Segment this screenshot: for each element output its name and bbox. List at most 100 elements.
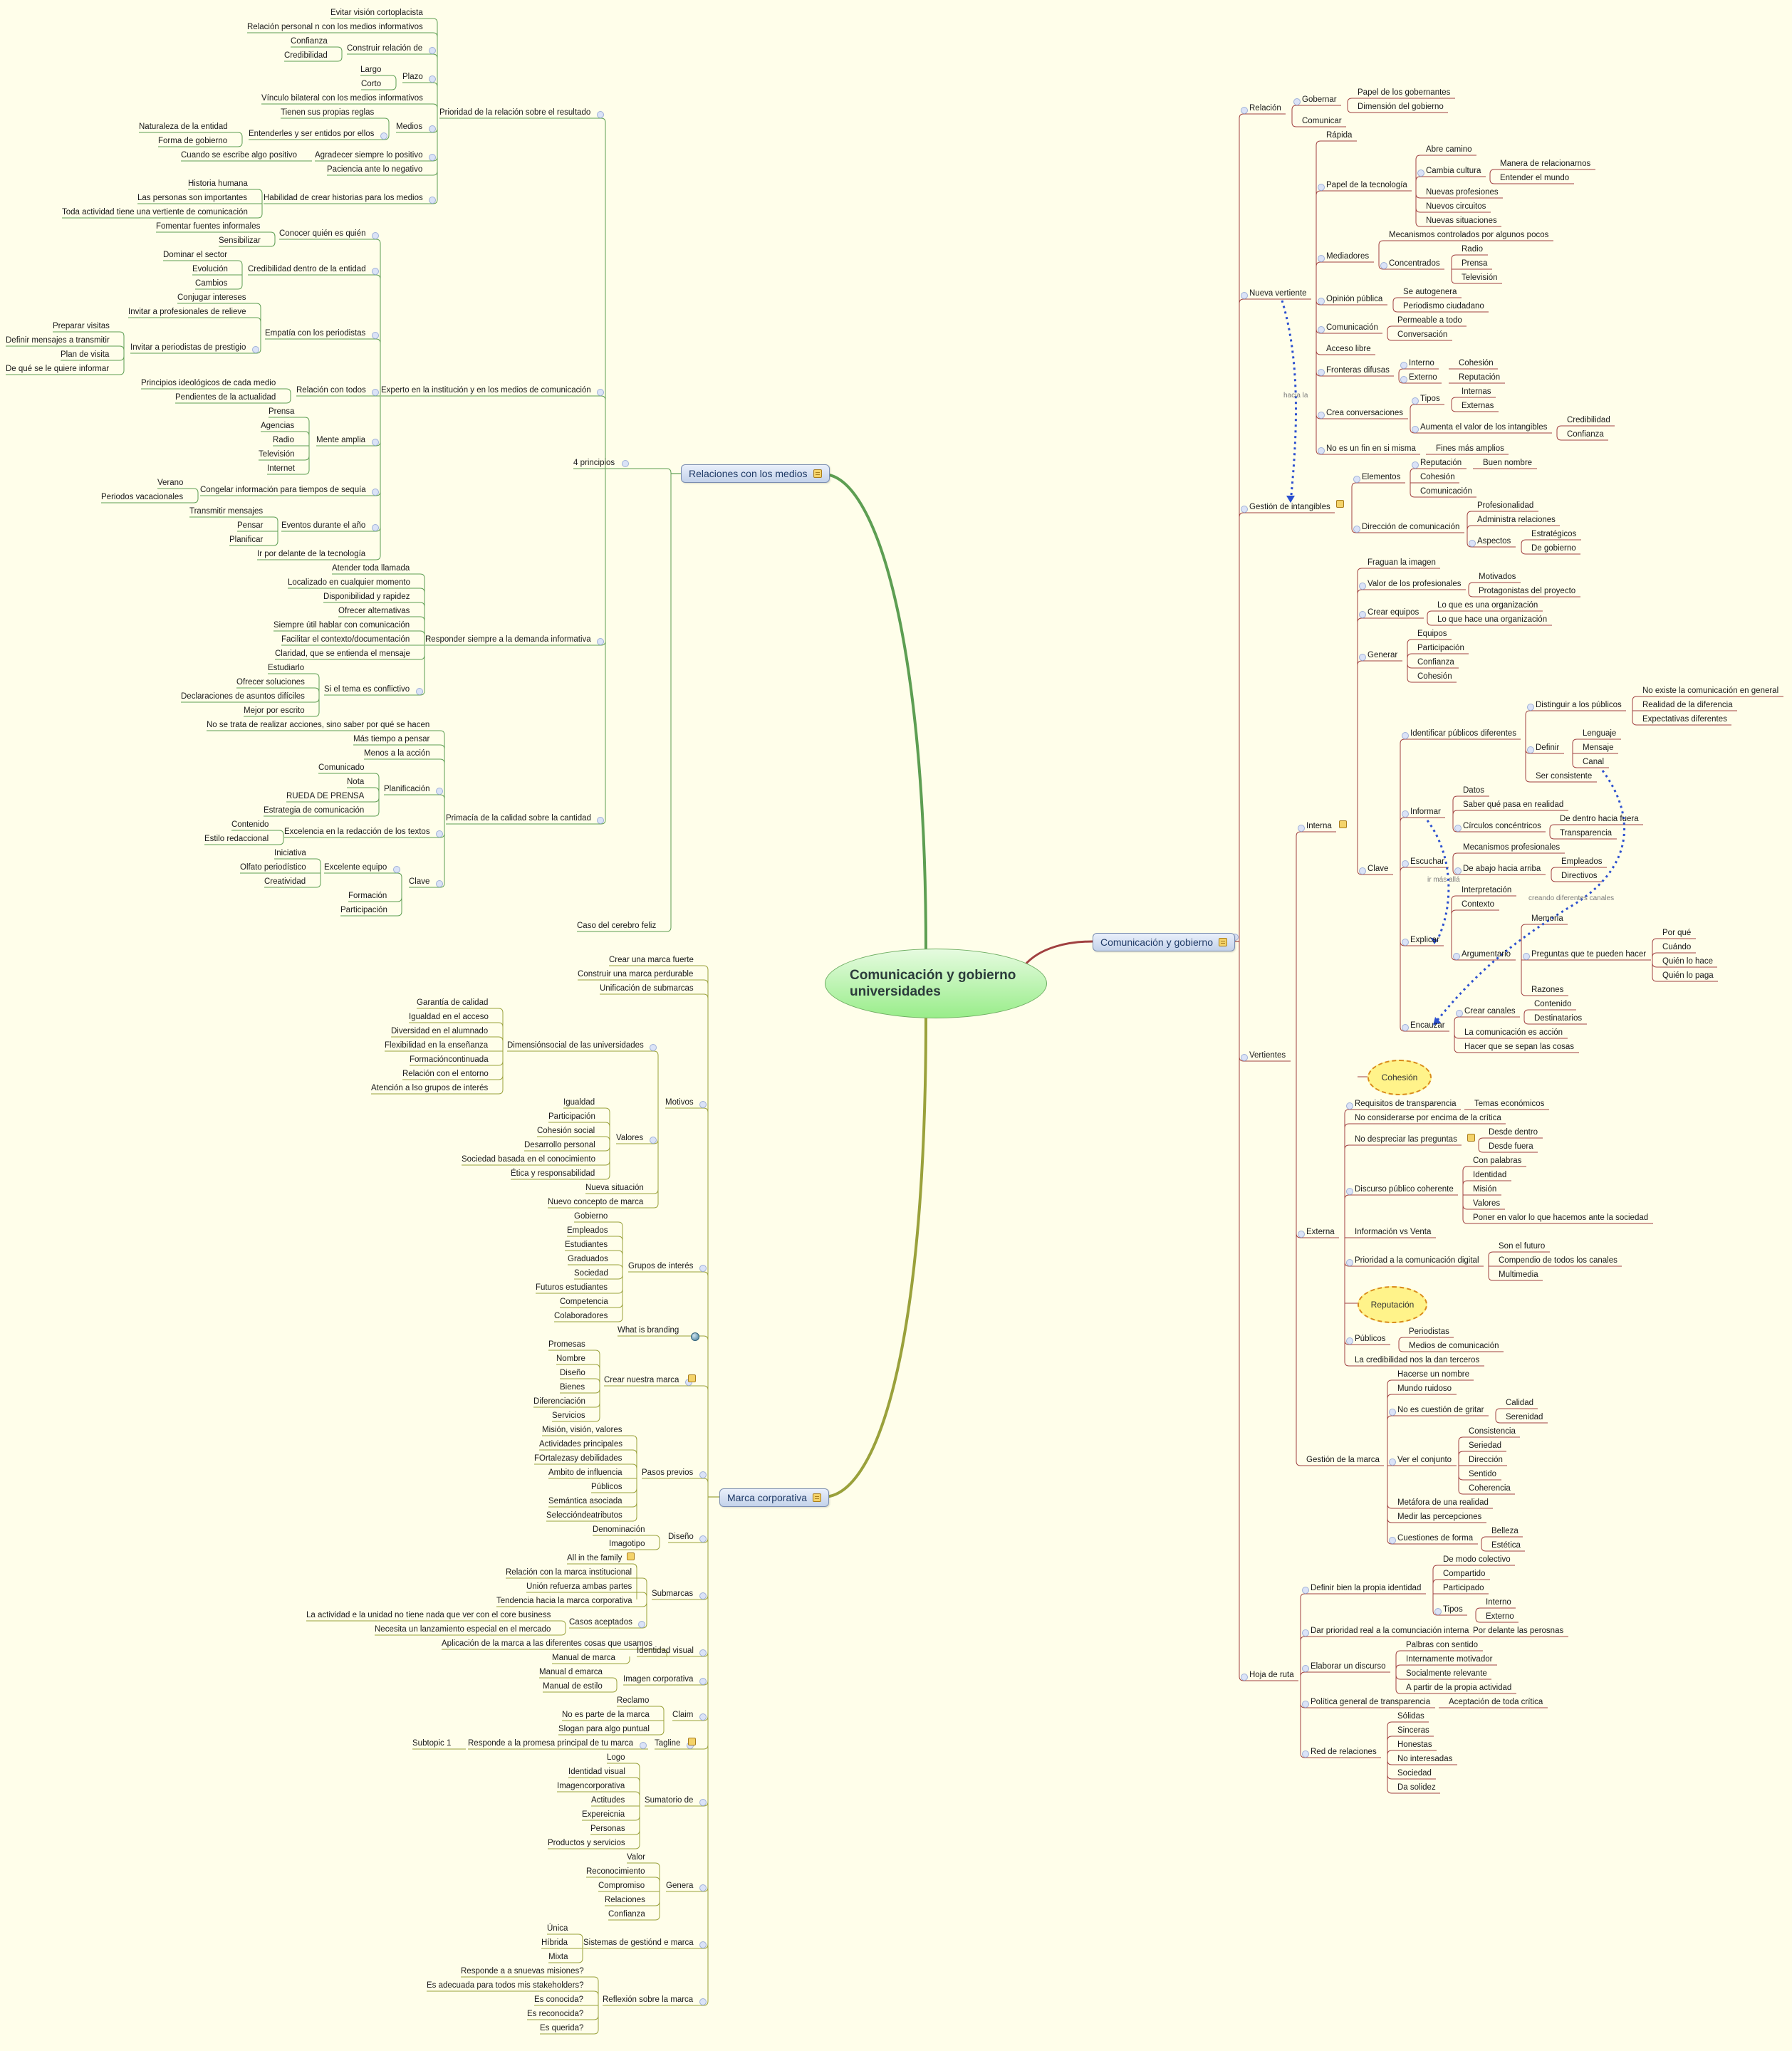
topic-node[interactable]: Tienen sus propias reglas bbox=[281, 108, 375, 117]
topic-node[interactable]: Misión, visión, valores bbox=[542, 1426, 622, 1434]
topic-node[interactable]: Quién lo paga bbox=[1662, 971, 1714, 980]
topic-node[interactable]: Datos bbox=[1463, 786, 1485, 795]
topic-node[interactable]: Tendencia hacia la marca corporativa bbox=[496, 1597, 632, 1605]
topic-node[interactable]: Sumatorio de bbox=[645, 1796, 694, 1805]
topic-node[interactable]: Públicos bbox=[1355, 1335, 1386, 1343]
topic-node[interactable]: What is branding bbox=[618, 1326, 679, 1335]
topic-node[interactable]: Es adecuada para todos mis stakeholders? bbox=[427, 1981, 584, 1990]
topic-node[interactable]: Papel de los gobernantes bbox=[1358, 88, 1451, 97]
topic-node[interactable]: Multimedia bbox=[1499, 1270, 1538, 1279]
topic-node[interactable]: Comunicación bbox=[1326, 323, 1378, 332]
topic-node[interactable]: Poner en valor lo que hacemos ante la so… bbox=[1473, 1214, 1649, 1222]
topic-node[interactable]: Desde dentro bbox=[1489, 1128, 1538, 1137]
topic-node[interactable]: Excelencia en la redacción de los textos bbox=[284, 828, 430, 836]
topic-node[interactable]: Productos y servicios bbox=[548, 1839, 625, 1847]
topic-node[interactable]: Sólidas bbox=[1397, 1712, 1424, 1721]
topic-node[interactable]: Seriedad bbox=[1469, 1441, 1502, 1450]
topic-node[interactable]: Reclamo bbox=[617, 1696, 650, 1705]
topic-node[interactable]: Fomentar fuentes informales bbox=[156, 222, 261, 231]
topic-node[interactable]: Externo bbox=[1409, 373, 1437, 382]
topic-node[interactable]: Manual de marca bbox=[552, 1654, 615, 1662]
topic-node[interactable]: Expereicnia bbox=[582, 1810, 625, 1819]
topic-node[interactable]: Rápida bbox=[1326, 131, 1353, 140]
topic-node[interactable]: Interna bbox=[1306, 822, 1332, 830]
topic-node[interactable]: Identidad visual bbox=[568, 1768, 625, 1776]
topic-node[interactable]: Círculos concéntricos bbox=[1463, 822, 1541, 830]
topic-node[interactable]: Las personas son importantes bbox=[137, 194, 248, 202]
topic-node[interactable]: Valor de los profesionales bbox=[1368, 580, 1462, 588]
topic-node[interactable]: Acceso libre bbox=[1326, 345, 1371, 353]
topic-node[interactable]: No es cuestión de gritar bbox=[1397, 1406, 1484, 1414]
topic-node[interactable]: Dimensiónsocial de las universidades bbox=[507, 1041, 644, 1050]
topic-node[interactable]: Desde fuera bbox=[1489, 1142, 1533, 1151]
topic-node[interactable]: Compendio de todos los canales bbox=[1499, 1256, 1618, 1265]
topic-node[interactable]: Públicos bbox=[591, 1483, 622, 1491]
topic-node[interactable]: Aumenta el valor de los intangibles bbox=[1420, 423, 1548, 432]
topic-node[interactable]: Medir las percepciones bbox=[1397, 1513, 1482, 1521]
topic-node[interactable]: Palbras con sentido bbox=[1406, 1641, 1479, 1649]
topic-node[interactable]: Pendientes de la actualidad bbox=[175, 393, 276, 402]
topic-node[interactable]: Nuevas profesiones bbox=[1426, 188, 1499, 197]
topic-node[interactable]: Plan de visita bbox=[61, 350, 110, 359]
topic-node[interactable]: Contenido bbox=[1534, 1000, 1572, 1008]
topic-node[interactable]: Crea conversaciones bbox=[1326, 409, 1404, 417]
topic-node[interactable]: Localizado en cualquier momento bbox=[288, 578, 410, 587]
topic-node[interactable]: Periodos vacacionales bbox=[101, 493, 184, 501]
topic-node[interactable]: Diversidad en el alumnado bbox=[391, 1027, 489, 1035]
topic-node[interactable]: Valor bbox=[627, 1853, 645, 1862]
topic-node[interactable]: Submarcas bbox=[652, 1590, 694, 1598]
topic-node[interactable]: Red de relaciones bbox=[1311, 1748, 1377, 1756]
topic-node[interactable]: Elaborar un discurso bbox=[1311, 1662, 1386, 1671]
topic-node[interactable]: Cohesión bbox=[1420, 473, 1455, 481]
topic-node[interactable]: No existe la comunicación en general bbox=[1642, 687, 1779, 695]
topic-node[interactable]: Hoja de ruta bbox=[1249, 1671, 1294, 1679]
topic-node[interactable]: Actitudes bbox=[591, 1796, 625, 1805]
topic-node[interactable]: Tagline bbox=[655, 1739, 681, 1748]
topic-node[interactable]: 4 principios bbox=[573, 459, 615, 467]
topic-node[interactable]: Disponibilidad y rapidez bbox=[323, 593, 410, 601]
topic-node[interactable]: RUEDA DE PRENSA bbox=[286, 792, 365, 800]
topic-node[interactable]: Colaboradores bbox=[554, 1312, 608, 1320]
topic-node[interactable]: Subtopic 1 bbox=[412, 1739, 452, 1748]
topic-node[interactable]: Manual d emarca bbox=[539, 1668, 603, 1676]
topic-node[interactable]: Cohesión bbox=[1417, 672, 1452, 681]
topic-node[interactable]: Dirección bbox=[1469, 1456, 1503, 1464]
topic-node[interactable]: Mecanismos profesionales bbox=[1463, 843, 1561, 852]
topic-node[interactable]: Personas bbox=[590, 1825, 625, 1833]
topic-node[interactable]: Gobernar bbox=[1302, 95, 1337, 104]
topic-node[interactable]: Política general de transparencia bbox=[1311, 1698, 1431, 1706]
topic-node[interactable]: Atención a lso grupos de interés bbox=[371, 1084, 489, 1092]
topic-node[interactable]: Elementos bbox=[1362, 473, 1401, 481]
topic-node[interactable]: Imagencorporativa bbox=[557, 1782, 625, 1790]
topic-node[interactable]: Contenido bbox=[231, 820, 269, 829]
topic-node[interactable]: Cuándo bbox=[1662, 943, 1692, 951]
topic-node[interactable]: Sociedad basada en el conocimiento bbox=[462, 1155, 595, 1164]
topic-node[interactable]: Encauzar bbox=[1410, 1021, 1445, 1030]
topic-node[interactable]: Denominación bbox=[593, 1525, 645, 1534]
topic-node[interactable]: Largo bbox=[360, 66, 382, 74]
topic-node[interactable]: Canal bbox=[1583, 758, 1605, 766]
topic-node[interactable]: Futuros estudiantes bbox=[536, 1283, 608, 1292]
topic-node[interactable]: Credibilidad dentro de la entidad bbox=[248, 265, 366, 273]
topic-node[interactable]: Expectativas diferentes bbox=[1642, 715, 1727, 724]
topic-node[interactable]: Consistencia bbox=[1469, 1427, 1516, 1436]
topic-node[interactable]: Comunicación bbox=[1420, 487, 1472, 496]
topic-node[interactable]: Preparar visitas bbox=[53, 322, 110, 330]
topic-node[interactable]: Tipos bbox=[1420, 395, 1440, 403]
topic-node[interactable]: Aplicación de la marca a las diferentes … bbox=[442, 1639, 652, 1648]
topic-node[interactable]: Sinceras bbox=[1397, 1726, 1429, 1735]
topic-node[interactable]: Socialmente relevante bbox=[1406, 1669, 1487, 1678]
topic-node[interactable]: Sociedad bbox=[574, 1269, 608, 1278]
topic-node[interactable]: Razones bbox=[1531, 986, 1564, 994]
topic-node[interactable]: No despreciar las preguntas bbox=[1355, 1135, 1457, 1144]
topic-node[interactable]: Más tiempo a pensar bbox=[353, 735, 430, 743]
topic-node[interactable]: Siempre útil hablar con comunicación bbox=[274, 621, 410, 630]
topic-node[interactable]: Contexto bbox=[1462, 900, 1495, 909]
topic-node[interactable]: Responde a a snuevas misiones? bbox=[461, 1967, 584, 1976]
topic-node[interactable]: Relación personal n con los medios infor… bbox=[247, 23, 423, 31]
topic-node[interactable]: Cohesión social bbox=[537, 1127, 595, 1135]
topic-comunicacion-gobierno[interactable]: Comunicación y gobierno bbox=[1093, 933, 1235, 951]
topic-node[interactable]: Confianza bbox=[291, 37, 328, 46]
topic-node[interactable]: Coherencia bbox=[1469, 1484, 1511, 1493]
topic-node[interactable]: Crear canales bbox=[1464, 1007, 1516, 1016]
